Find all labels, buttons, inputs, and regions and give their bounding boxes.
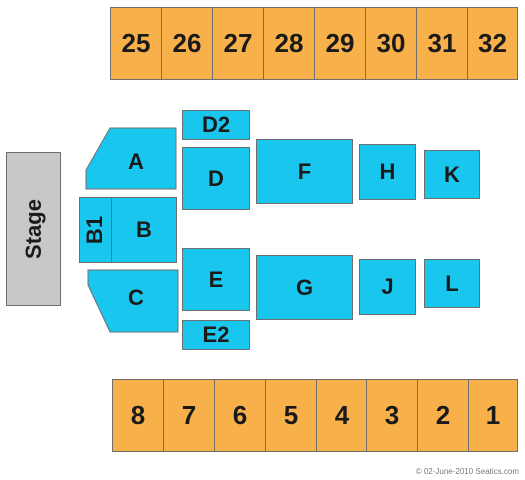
section-a-label: A [128, 149, 144, 174]
section-1[interactable]: 1 [468, 379, 518, 452]
section-5[interactable]: 5 [265, 379, 317, 452]
section-f[interactable]: F [256, 139, 353, 204]
copyright-credit: © 02-June-2010 Seatics.com [415, 467, 519, 476]
section-e[interactable]: E [182, 248, 250, 311]
section-6[interactable]: 6 [214, 379, 266, 452]
section-b1[interactable]: B1 [79, 197, 112, 263]
section-31[interactable]: 31 [416, 7, 468, 80]
section-b[interactable]: B [111, 197, 177, 263]
section-29[interactable]: 29 [314, 7, 366, 80]
stage: Stage [6, 152, 61, 306]
section-30[interactable]: 30 [365, 7, 417, 80]
section-c-label: C [128, 285, 144, 310]
section-g[interactable]: G [256, 255, 353, 320]
section-27[interactable]: 27 [212, 7, 264, 80]
section-d[interactable]: D [182, 147, 250, 210]
section-8[interactable]: 8 [112, 379, 164, 452]
section-h[interactable]: H [359, 144, 416, 200]
section-d2[interactable]: D2 [182, 110, 250, 140]
section-k[interactable]: K [424, 150, 480, 199]
section-e2[interactable]: E2 [182, 320, 250, 350]
section-26[interactable]: 26 [161, 7, 213, 80]
section-32[interactable]: 32 [467, 7, 518, 80]
section-j[interactable]: J [359, 259, 416, 315]
section-25[interactable]: 25 [110, 7, 162, 80]
section-3[interactable]: 3 [366, 379, 418, 452]
section-l[interactable]: L [424, 259, 480, 308]
section-b1-label: B1 [82, 215, 108, 245]
section-28[interactable]: 28 [263, 7, 315, 80]
section-2[interactable]: 2 [417, 379, 469, 452]
